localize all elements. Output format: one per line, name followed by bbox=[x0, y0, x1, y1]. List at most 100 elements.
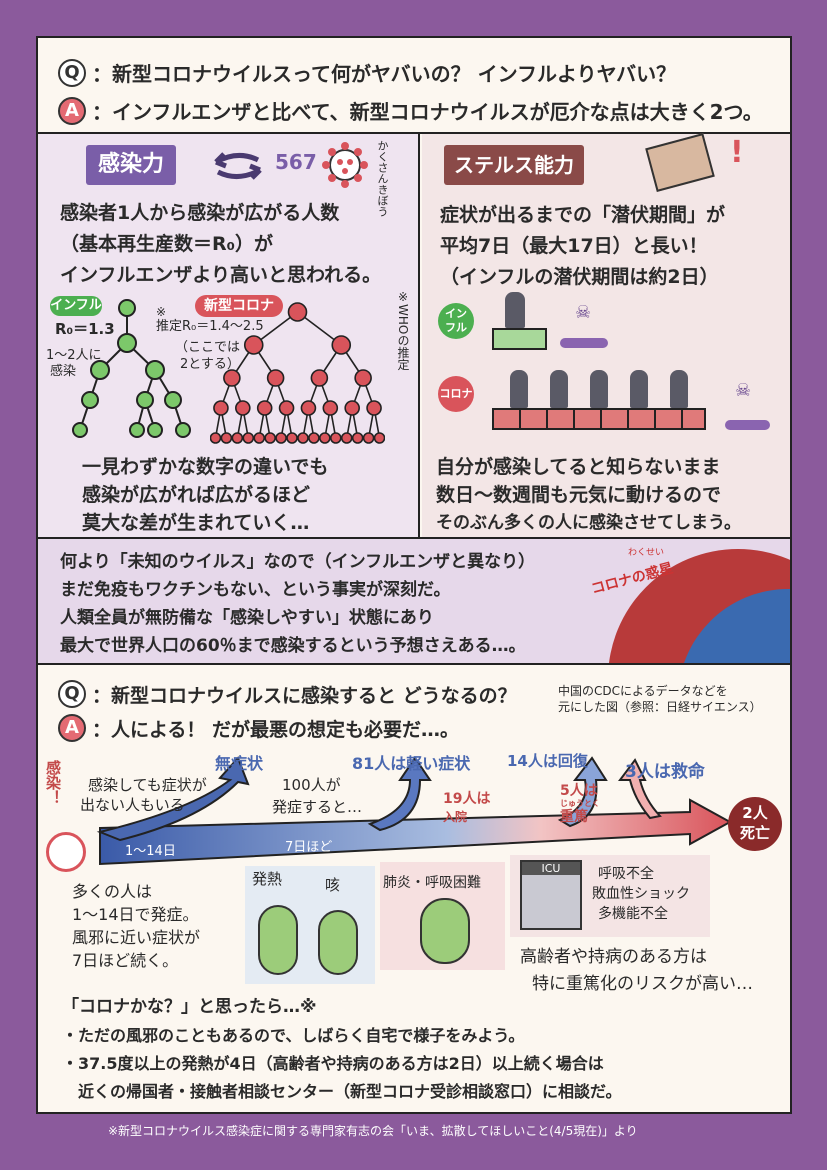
corona-tree-node bbox=[310, 369, 329, 387]
flu-tag-line-2: フル bbox=[445, 321, 467, 334]
corona-tree-node bbox=[213, 400, 229, 416]
source-note-1: 中国のCDCによるデータなどを bbox=[558, 684, 728, 698]
pneumonia-person-illustration bbox=[420, 898, 470, 964]
corona-tree-node bbox=[264, 432, 276, 444]
corona-incubation-blocks bbox=[492, 408, 706, 430]
flu-tag-line-1: イン bbox=[445, 307, 467, 320]
unknown-line-3: 人類全員が無防備な「感染しやすい」状態にあり bbox=[60, 608, 434, 628]
walking-person-icon bbox=[670, 370, 688, 408]
flu-note-1: 1〜2人に bbox=[46, 348, 102, 363]
risk-note-2: 特に重篤化のリスクが高い… bbox=[532, 974, 753, 994]
footer-source: ※新型コロナウイルス感染症に関する専門家有志の会「いま、拡散してほしいこと(4/… bbox=[108, 1124, 638, 1138]
corona-tree-node bbox=[235, 400, 251, 416]
corona-tree-node bbox=[287, 302, 308, 322]
death-line-1: 2人 bbox=[742, 804, 768, 822]
asymptomatic-note-2: 出ない人もいる bbox=[80, 796, 185, 814]
corona-fallen-person-icon bbox=[725, 420, 770, 430]
risk-note-1: 高齢者や持病のある方は bbox=[520, 947, 707, 967]
recovered-arrow bbox=[557, 756, 608, 828]
stealth-title: ステルス能力 bbox=[444, 145, 584, 185]
icu-sign: ICU bbox=[522, 862, 580, 875]
walking-person-icon bbox=[630, 370, 648, 408]
unknown-virus-band bbox=[38, 537, 790, 665]
number-567: 567 bbox=[275, 150, 317, 174]
virus-icon bbox=[46, 832, 86, 872]
common-note-3: 風邪に近い症状が bbox=[72, 928, 201, 947]
walking-person-icon bbox=[510, 370, 528, 408]
answer-outcome: A ：人による！ だが最悪の想定も必要だ…。 bbox=[58, 714, 459, 742]
corona-tag: 新型コロナ bbox=[195, 295, 283, 317]
flu-r0: R₀＝1.3 bbox=[55, 320, 115, 338]
q-badge: Q bbox=[58, 58, 86, 87]
period-2: 7日ほど bbox=[285, 840, 333, 855]
infectivity-title: 感染力 bbox=[86, 145, 176, 185]
advice-item-1: ・ただの風邪のこともあるので、しばらく自宅で様子をみよう。 bbox=[62, 1026, 525, 1045]
corona-note-2: 2とする） bbox=[180, 357, 240, 372]
critical-label: 5人はじゅうとく重篤 bbox=[560, 782, 600, 826]
q-badge: Q bbox=[58, 680, 86, 708]
common-note-1: 多くの人は bbox=[72, 882, 153, 901]
question-outcome: Q ：新型コロナウイルスに感染すると どうなるの？ bbox=[58, 680, 517, 708]
hospital-line-1: 19人は bbox=[443, 791, 491, 807]
mild-label: 81人は軽い症状 bbox=[352, 754, 471, 773]
corona-tree-node bbox=[275, 432, 287, 444]
fever-person-illustration bbox=[258, 905, 298, 975]
common-note-2: 1〜14日で発症。 bbox=[72, 905, 199, 924]
corona-tree-node bbox=[354, 369, 372, 387]
flu-fallen-person-icon bbox=[560, 338, 608, 348]
corona-tree-node bbox=[286, 432, 298, 444]
hospital-label: 19人は入院 bbox=[443, 790, 490, 826]
common-note-4: 7日ほど続く。 bbox=[72, 951, 179, 970]
conclusion-line-3: 莫大な差が生まれていく… bbox=[82, 512, 310, 534]
planet-reading: わくせい bbox=[628, 548, 665, 558]
corona-tree-node bbox=[331, 335, 352, 355]
infectivity-panel bbox=[38, 134, 420, 537]
pneumonia-label: 肺炎・呼吸困難 bbox=[383, 875, 481, 891]
walking-people-row bbox=[510, 370, 700, 408]
corona-tree-node bbox=[322, 400, 339, 416]
corona-tree-node bbox=[373, 432, 385, 444]
advice-title: 「コロナかな？」と思ったら…※ bbox=[62, 997, 317, 1017]
corona-tree-node bbox=[300, 400, 317, 416]
answer-text: ：インフルエンザと比べて、新型コロナウイルスが厄介な点は大きく2つ。 bbox=[92, 100, 763, 124]
corona-tree-node bbox=[351, 432, 364, 444]
period-1: 1〜14日 bbox=[125, 844, 176, 859]
onset-note-1: 100人が bbox=[282, 776, 341, 794]
infectivity-line-3: インフルエンザより高いと思われる。 bbox=[60, 264, 382, 286]
corona-tree-node bbox=[242, 432, 255, 444]
saved-arrow bbox=[618, 758, 662, 820]
infected-label: 感染！ bbox=[44, 760, 62, 805]
death-line-2: 死亡 bbox=[739, 824, 770, 842]
skull-icon: ☠ bbox=[575, 302, 592, 323]
icu-condition-3: 多機能不全 bbox=[598, 906, 668, 922]
progression-arrows bbox=[96, 756, 733, 866]
question-top: Q ：新型コロナウイルスって何がヤバいの？ インフルよりヤバい？ bbox=[58, 58, 676, 87]
corona-tree-node bbox=[308, 432, 320, 444]
unknown-line-1: 何より「未知のウイルス」なので（インフルエンザと異なり） bbox=[60, 552, 536, 572]
infectivity-line-2: （基本再生産数＝R₀）が bbox=[60, 233, 273, 255]
asymptomatic-arrow bbox=[96, 756, 250, 842]
walking-person-icon bbox=[590, 370, 608, 408]
critical-line-2: 重篤 bbox=[560, 809, 588, 825]
critical-line-1: 5人は bbox=[560, 783, 598, 799]
a-badge: A bbox=[58, 96, 86, 125]
reading-note: かくさんきぼう bbox=[376, 140, 389, 217]
corona-circle-tag: コロナ bbox=[438, 376, 474, 412]
corona-tree-node bbox=[297, 432, 309, 444]
cycle-arrows-icon bbox=[214, 152, 262, 180]
conclusion-line-2: 感染が広がれば広がるほど bbox=[82, 484, 311, 506]
icu-condition-1: 呼吸不全 bbox=[598, 866, 654, 882]
stealth-panel bbox=[422, 134, 790, 537]
a-badge: A bbox=[58, 714, 86, 742]
flu-note-2: 感染 bbox=[50, 364, 77, 379]
corona-tree-node bbox=[266, 369, 285, 387]
corona-tree-node bbox=[344, 400, 360, 416]
answer-top: A ：インフルエンザと比べて、新型コロナウイルスが厄介な点は大きく2つ。 bbox=[58, 96, 763, 125]
skull-icon: ☠ bbox=[735, 380, 752, 401]
corona-tree-node bbox=[362, 432, 375, 444]
hospital-line-2: 入院 bbox=[443, 810, 468, 824]
corona-mark: ※ bbox=[156, 305, 167, 319]
asymptomatic-label: 無症状 bbox=[215, 754, 264, 773]
question-text: ：新型コロナウイルスって何がヤバいの？ インフルよりヤバい？ bbox=[92, 62, 677, 86]
corona-tree-node bbox=[210, 432, 222, 444]
